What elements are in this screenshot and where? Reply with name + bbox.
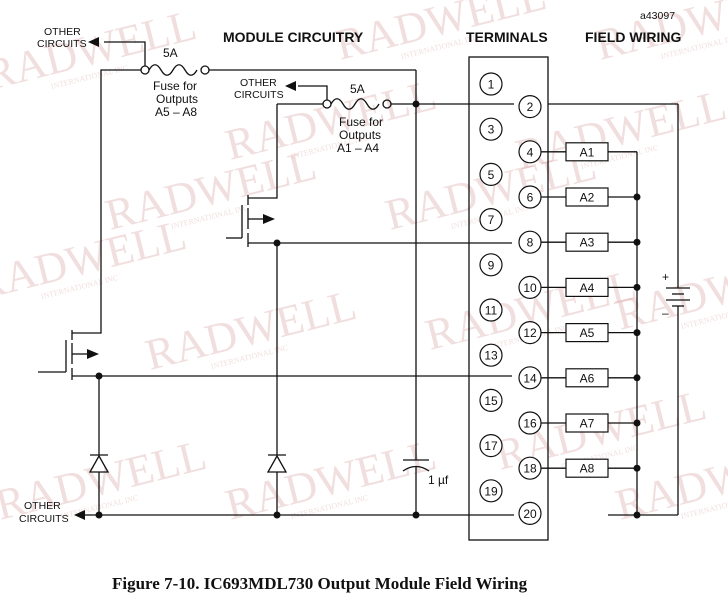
terminal-number: 13 <box>484 349 498 363</box>
watermark-text: RADWELL <box>421 260 642 360</box>
header-module-circuitry: MODULE CIRCUITRY <box>223 29 364 45</box>
terminal-number: 1 <box>488 78 495 92</box>
terminal-number: 16 <box>523 417 537 431</box>
terminal-number: 3 <box>488 123 495 137</box>
terminal-number: 6 <box>527 191 534 205</box>
other-circuits-mid-label-2: CIRCUITS <box>234 89 284 101</box>
load-label: A6 <box>580 371 595 385</box>
arrow-left-icon <box>74 510 85 520</box>
terminal-13 <box>479 343 503 367</box>
terminal-number: 7 <box>488 213 495 227</box>
terminal-number: 17 <box>484 439 498 453</box>
terminal-number: 12 <box>523 326 537 340</box>
terminal-number: 15 <box>484 394 498 408</box>
terminal-number: 10 <box>523 281 537 295</box>
battery-plus: + <box>662 270 669 284</box>
terminal-number: 11 <box>485 304 498 318</box>
field-power: + – <box>548 103 690 519</box>
battery-icon <box>666 282 690 312</box>
terminal-number: 18 <box>523 462 537 476</box>
terminal-7 <box>479 208 503 232</box>
watermark-text: RADWELL <box>611 240 728 340</box>
arrow-left-icon <box>285 81 296 91</box>
header-terminals: TERMINALS <box>466 29 548 45</box>
arrow-left-icon <box>88 37 99 47</box>
fuse-a1-a4-label-2: Outputs <box>339 128 381 142</box>
terminal-9 <box>479 253 503 277</box>
load-label: A7 <box>580 417 595 431</box>
terminal-number: 19 <box>484 484 498 498</box>
other-circuits-bottom-label-2: CIRCUITS <box>19 513 69 525</box>
terminal-20 <box>518 501 542 526</box>
terminal-3 <box>479 117 503 141</box>
load-label: A8 <box>580 462 595 476</box>
figure-caption: Figure 7-10. IC693MDL730 Output Module F… <box>112 574 528 593</box>
header-field-wiring: FIELD WIRING <box>585 29 682 45</box>
watermark-text: RADWELL <box>511 80 728 180</box>
terminal-11 <box>479 298 503 322</box>
other-circuits-bottom-label-1: OTHER <box>24 500 61 512</box>
load-label: A4 <box>580 281 595 295</box>
fuse-a1-a4-label-3: A1 – A4 <box>337 141 379 155</box>
fuse-a1-a4-label-1: Fuse for <box>339 115 383 129</box>
module-wiring <box>38 37 514 520</box>
terminal-number: 2 <box>527 100 534 114</box>
battery-minus: – <box>662 306 669 320</box>
terminal-number: 5 <box>488 168 495 182</box>
reference-code: a43097 <box>640 10 675 22</box>
terminal-number: 8 <box>527 236 534 250</box>
load-label: A3 <box>580 236 595 250</box>
capacitor-label: 1 µf <box>428 473 449 487</box>
load-label: A1 <box>580 145 595 159</box>
load-label: A5 <box>580 326 595 340</box>
fuse-a1-a4-rating: 5A <box>350 82 365 96</box>
terminal-number: 14 <box>523 371 537 385</box>
watermark-text: RADWELL <box>0 210 191 310</box>
terminal-15 <box>479 388 503 412</box>
load-label: A2 <box>580 191 595 205</box>
terminal-5 <box>479 162 503 186</box>
terminal-17 <box>479 434 503 458</box>
watermark-text: RADWELL <box>141 280 362 380</box>
fuse-a5-a8-rating: 5A <box>163 46 178 60</box>
terminal-2 <box>518 94 542 119</box>
fuse-a5-a8-label-2: Outputs <box>156 92 198 106</box>
other-circuits-top-label-1: OTHER <box>44 26 81 38</box>
other-circuits-mid-label-1: OTHER <box>240 77 277 89</box>
fuse-a5-a8-label-1: Fuse for <box>153 79 197 93</box>
terminal-number: 9 <box>488 258 495 272</box>
terminal-1 <box>479 72 503 96</box>
other-circuits-top-label-2: CIRCUITS <box>37 38 87 50</box>
terminal-number: 4 <box>527 145 534 159</box>
terminal-19 <box>479 479 503 503</box>
terminal-block <box>468 56 549 541</box>
terminal-number: 20 <box>523 507 537 521</box>
fuse-a5-a8-label-3: A5 – A8 <box>155 105 197 119</box>
